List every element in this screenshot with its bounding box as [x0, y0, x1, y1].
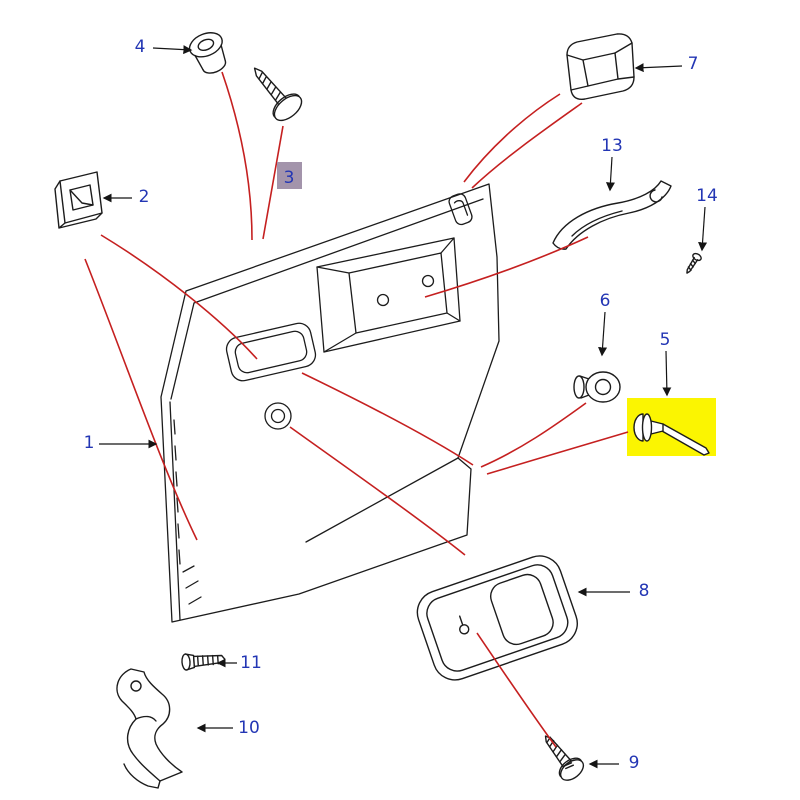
part-label-13[interactable]: 13: [601, 136, 623, 156]
arrow-14: [698, 206, 708, 252]
part-label-4[interactable]: 4: [135, 37, 146, 57]
part-label-6[interactable]: 6: [600, 291, 611, 311]
part-7-edge-clip[interactable]: [566, 33, 635, 100]
arrow-5: [662, 350, 672, 397]
part-8-door-handle-bezel[interactable]: [411, 550, 583, 686]
part-11-machine-screw[interactable]: [181, 651, 226, 671]
part-label-1[interactable]: 1: [84, 433, 95, 453]
part-label-3[interactable]: 3: [284, 168, 295, 188]
part-label-9[interactable]: 9: [629, 753, 640, 773]
part-label-10[interactable]: 10: [238, 718, 260, 738]
part-14-small-screw[interactable]: [683, 252, 702, 275]
part-5-blind-rivet[interactable]: [633, 413, 710, 456]
part-label-8[interactable]: 8: [639, 581, 650, 601]
part-4-round-grommet[interactable]: [186, 28, 233, 78]
highlight-purple-part-3[interactable]: [277, 162, 302, 189]
part-3-cap-screw[interactable]: [242, 58, 306, 125]
callout-arrows: [99, 45, 708, 769]
arrow-6: [598, 311, 608, 357]
part-label-5[interactable]: 5: [660, 330, 671, 350]
part-13-latch-bracket[interactable]: [552, 180, 672, 250]
part-2-square-clip[interactable]: [54, 171, 103, 229]
part-label-2[interactable]: 2: [139, 187, 150, 207]
part-9-pan-screw[interactable]: [535, 728, 587, 784]
part-6-round-grommet[interactable]: [573, 371, 621, 403]
part-label-11[interactable]: 11: [240, 653, 262, 673]
leader-lines: [84, 71, 629, 748]
arrow-4: [152, 45, 193, 55]
part-1-door-trim-panel[interactable]: [160, 183, 500, 623]
part-label-14[interactable]: 14: [696, 186, 718, 206]
arrow-7: [634, 63, 683, 73]
part-label-7[interactable]: 7: [688, 54, 699, 74]
arrow-13: [605, 156, 615, 192]
part-10-pull-bracket[interactable]: [116, 668, 183, 789]
